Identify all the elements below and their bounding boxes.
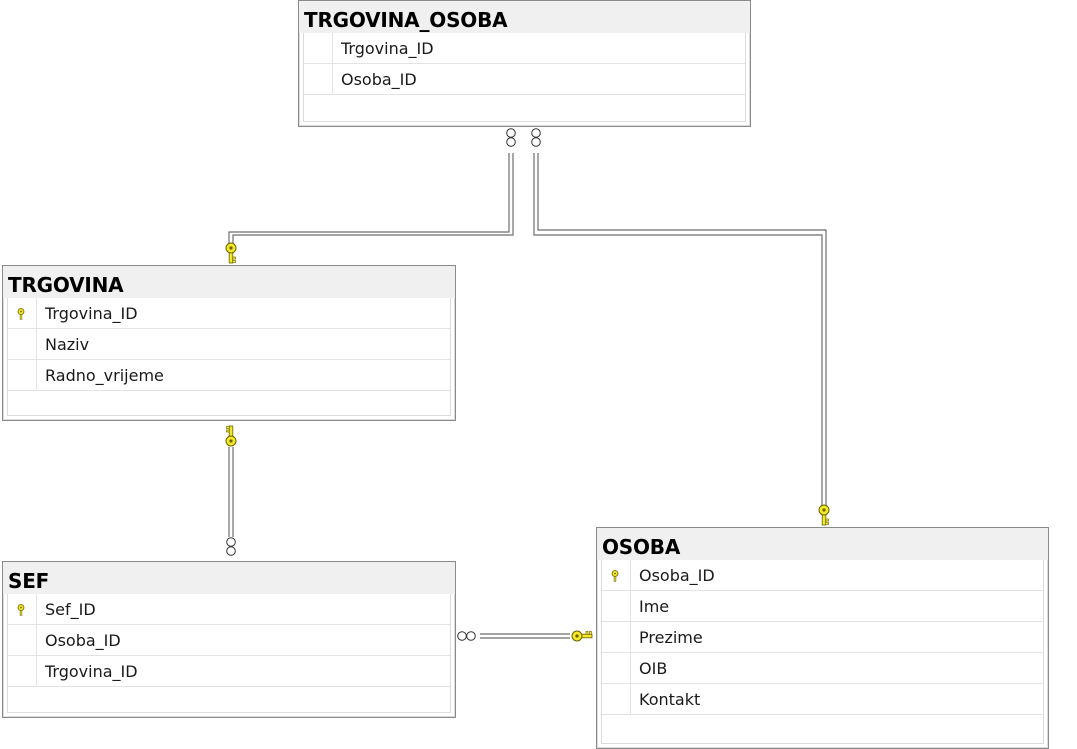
row-selector[interactable]	[8, 298, 37, 328]
table-row[interactable]: OIB	[602, 653, 1043, 684]
column-list: Sef_ID Osoba_ID Trgovina_ID	[7, 594, 451, 713]
relationship-line-sef-trgovina	[225, 425, 237, 556]
column-name: Sef_ID	[45, 600, 96, 619]
table-sef[interactable]: SEF Sef_ID Osoba_ID Trgovina_ID	[2, 561, 456, 718]
row-selector[interactable]	[602, 684, 631, 714]
row-selector[interactable]	[602, 591, 631, 621]
column-list: Trgovina_ID Osoba_ID	[303, 33, 746, 122]
relationship-line-trgovina-osoba-trgovina	[225, 128, 516, 264]
column-name: Trgovina_ID	[45, 662, 138, 681]
table-title[interactable]: SEF	[3, 562, 455, 594]
table-row[interactable]: Trgovina_ID	[304, 33, 745, 64]
row-selector[interactable]	[304, 33, 333, 63]
row-selector[interactable]	[8, 594, 37, 624]
table-row[interactable]: Prezime	[602, 622, 1043, 653]
column-name: Trgovina_ID	[45, 304, 138, 323]
table-row[interactable]: Ime	[602, 591, 1043, 622]
table-row[interactable]: Osoba_ID	[602, 560, 1043, 591]
relationship-line-trgovina-osoba-osoba	[531, 128, 830, 526]
table-row[interactable]: Radno_vrijeme	[8, 360, 450, 391]
row-selector[interactable]	[8, 329, 37, 359]
column-name: Naziv	[45, 335, 90, 354]
table-row[interactable]: Trgovina_ID	[8, 656, 450, 687]
column-name: Radno_vrijeme	[45, 366, 164, 385]
row-selector[interactable]	[8, 656, 37, 686]
table-row[interactable]: Osoba_ID	[304, 64, 745, 95]
row-selector[interactable]	[602, 560, 631, 590]
many-end-icon	[226, 537, 236, 556]
many-end-icon	[457, 631, 476, 641]
column-name: Trgovina_ID	[341, 39, 434, 58]
row-selector[interactable]	[304, 64, 333, 94]
column-name: Prezime	[639, 628, 703, 647]
table-row[interactable]: Trgovina_ID	[8, 298, 450, 329]
key-end-icon	[571, 630, 593, 642]
row-selector[interactable]	[602, 653, 631, 683]
column-name: Ime	[639, 597, 670, 616]
many-end-icon	[531, 128, 541, 147]
row-selector[interactable]	[8, 625, 37, 655]
column-name: Osoba_ID	[639, 566, 715, 585]
table-row[interactable]: Naziv	[8, 329, 450, 360]
column-name: Osoba_ID	[45, 631, 121, 650]
table-title[interactable]: TRGOVINA	[3, 266, 455, 298]
primary-key-icon	[17, 604, 25, 616]
table-title[interactable]: TRGOVINA_OSOBA	[299, 1, 750, 33]
column-name: Osoba_ID	[341, 70, 417, 89]
column-name: Kontakt	[639, 690, 701, 709]
table-row[interactable]: Sef_ID	[8, 594, 450, 625]
key-end-icon	[818, 504, 830, 526]
column-name: OIB	[639, 659, 668, 678]
table-trgovina-osoba[interactable]: TRGOVINA_OSOBA Trgovina_ID Osoba_ID	[298, 0, 751, 127]
row-selector[interactable]	[602, 622, 631, 652]
table-title[interactable]: OSOBA	[597, 528, 1048, 560]
key-end-icon	[225, 425, 237, 447]
many-end-icon	[506, 128, 516, 147]
relationship-line-sef-osoba	[457, 630, 593, 642]
table-row[interactable]: Kontakt	[602, 684, 1043, 715]
primary-key-icon	[611, 570, 619, 582]
row-selector[interactable]	[8, 360, 37, 390]
key-end-icon	[225, 242, 237, 264]
primary-key-icon	[17, 308, 25, 320]
table-row[interactable]: Osoba_ID	[8, 625, 450, 656]
